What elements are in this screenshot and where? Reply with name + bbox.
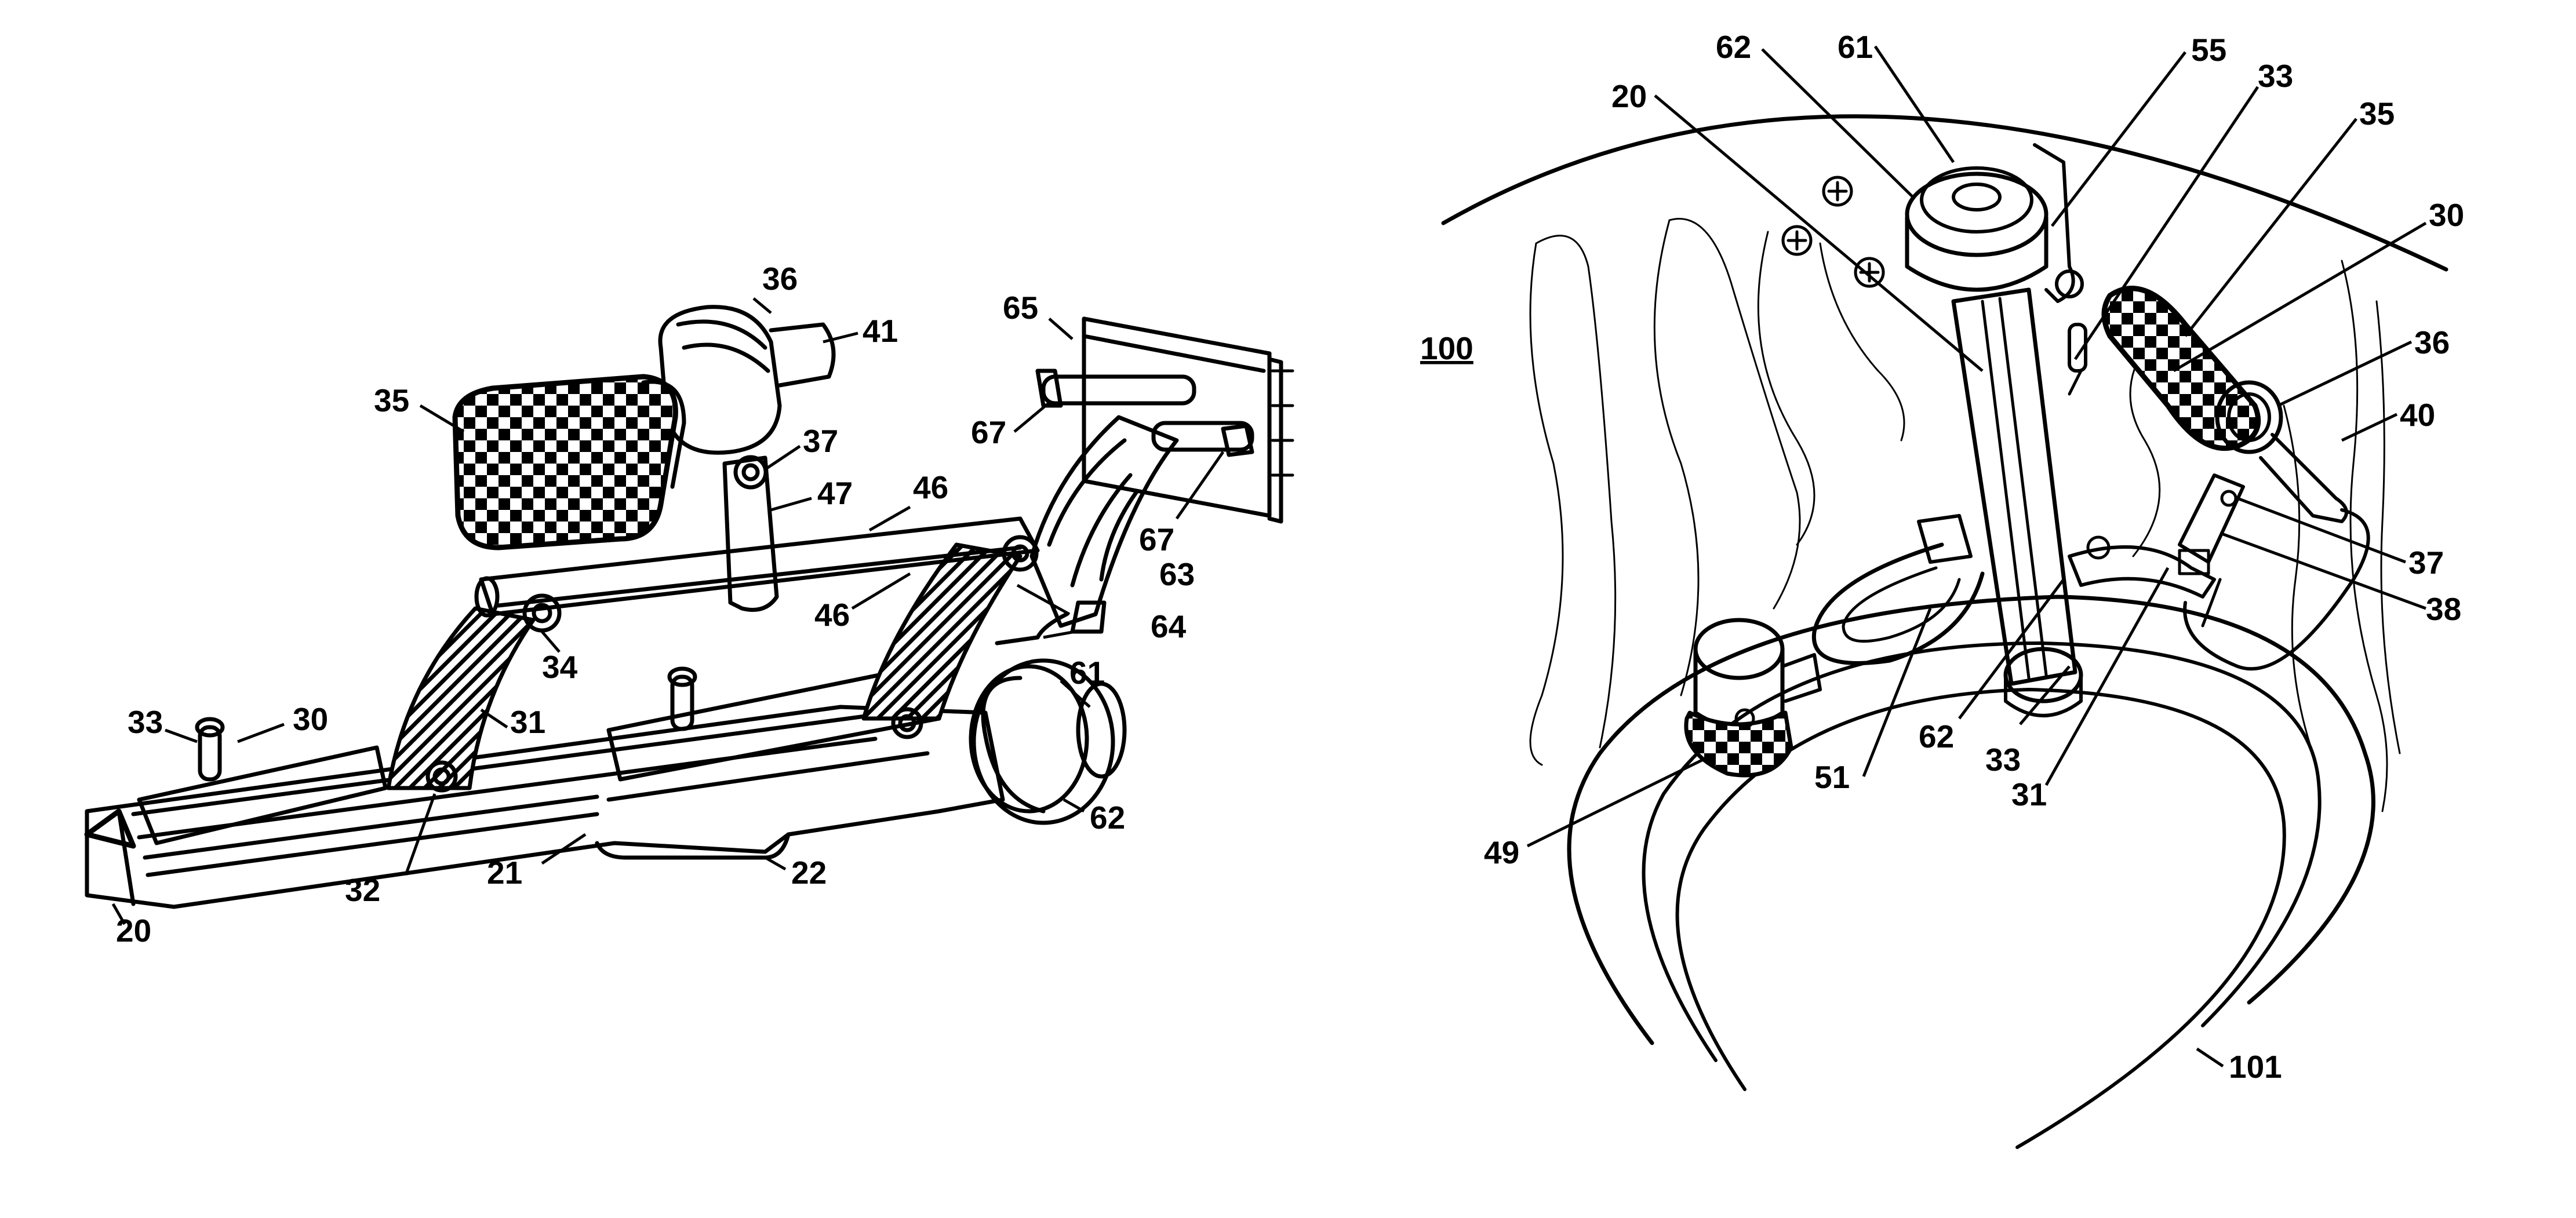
ref-label: 46 xyxy=(913,469,948,505)
ref-label: 35 xyxy=(374,382,409,418)
ref-label: 55 xyxy=(2191,32,2226,68)
ref-label: 38 xyxy=(2426,591,2461,627)
ref-label: 35 xyxy=(2359,96,2395,132)
right-view-drawing xyxy=(1443,116,2446,1147)
ref-label: 37 xyxy=(803,423,838,459)
ref-label: 64 xyxy=(1151,608,1187,644)
ref-label: 37 xyxy=(2408,545,2444,581)
ref-label: 32 xyxy=(345,872,380,908)
ref-label: 33 xyxy=(2258,58,2293,94)
ref-label: 47 xyxy=(817,475,853,511)
ref-label: 62 xyxy=(1090,800,1125,836)
ref-label: 67 xyxy=(971,414,1006,450)
ref-label: 46 xyxy=(814,597,850,633)
ref-label: 65 xyxy=(1003,290,1038,326)
ref-label: 20 xyxy=(1611,78,1647,114)
ref-label: 41 xyxy=(863,313,898,349)
ref-label: 21 xyxy=(487,855,522,891)
ref-label: 31 xyxy=(510,704,545,740)
ref-label: 62 xyxy=(1919,719,1954,754)
ref-label: 51 xyxy=(1814,759,1850,795)
ref-label: 36 xyxy=(762,261,798,297)
ref-label: 63 xyxy=(1159,556,1195,592)
ref-label: 33 xyxy=(1985,742,2021,778)
ref-label: 22 xyxy=(791,855,827,891)
ref-label: 101 xyxy=(2229,1049,2282,1085)
ref-label: 30 xyxy=(2429,197,2464,233)
ref-label: 62 xyxy=(1716,29,1751,65)
ref-label: 34 xyxy=(542,649,578,685)
ref-label: 100 xyxy=(1420,330,1473,366)
ref-label: 61 xyxy=(1069,655,1105,691)
ref-label: 36 xyxy=(2414,324,2450,360)
ref-label: 33 xyxy=(128,704,163,740)
ref-label: 30 xyxy=(293,701,328,737)
ref-label: 40 xyxy=(2400,397,2435,433)
right-reference-labels: 62 61 55 33 20 35 30 100 36 40 37 38 62 … xyxy=(1420,29,2464,1085)
ref-label: 31 xyxy=(2011,776,2047,812)
ref-label: 49 xyxy=(1484,834,1519,870)
ref-label: 67 xyxy=(1139,522,1174,557)
ref-label: 20 xyxy=(116,913,151,949)
ref-label: 61 xyxy=(1838,29,1873,65)
